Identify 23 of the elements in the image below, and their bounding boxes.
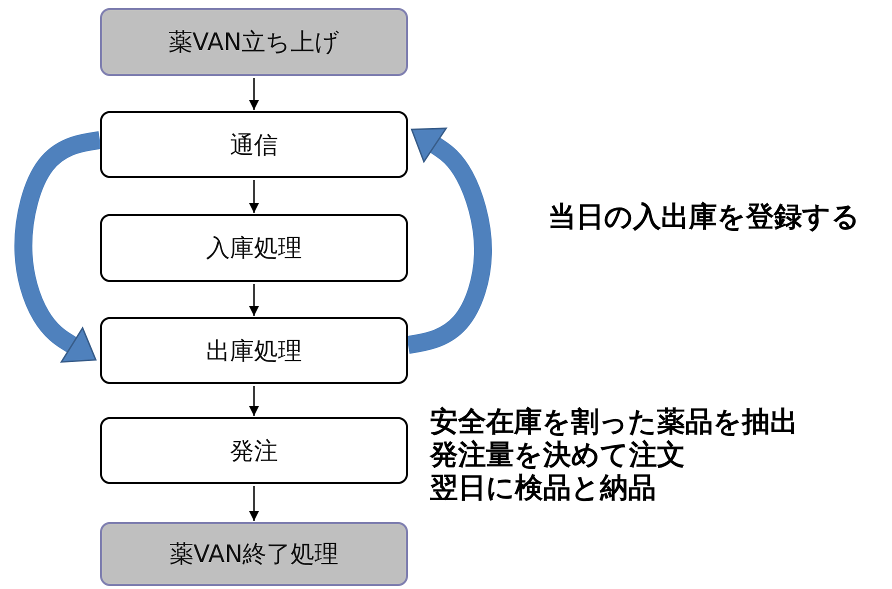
step-note: 発注量を決めて注文 <box>430 438 685 471</box>
step-note: 翌日に検品と納品 <box>430 471 656 504</box>
step-label: 出庫処理 <box>206 336 302 366</box>
curved-arrow <box>14 131 102 363</box>
process-box <box>100 214 408 282</box>
process-box <box>100 111 408 178</box>
step-label: 薬VAN立ち上げ <box>168 27 340 58</box>
arrow <box>249 180 259 213</box>
arrow <box>249 78 259 110</box>
step-label: 発注 <box>230 436 278 466</box>
arrow <box>249 386 259 416</box>
terminal-box <box>100 8 408 76</box>
step-label: 通信 <box>230 130 278 160</box>
curved-arrow <box>406 128 492 354</box>
arrow <box>249 486 259 521</box>
step-label: 薬VAN終了処理 <box>169 539 339 570</box>
note-text: 当日の入出庫を登録する <box>548 200 860 233</box>
arrow <box>249 284 259 316</box>
step-label: 入庫処理 <box>206 233 302 264</box>
process-box <box>100 417 408 484</box>
terminal-box <box>100 522 408 586</box>
step-note: 安全在庫を割った薬品を抽出 <box>430 405 798 438</box>
process-box <box>100 317 408 384</box>
